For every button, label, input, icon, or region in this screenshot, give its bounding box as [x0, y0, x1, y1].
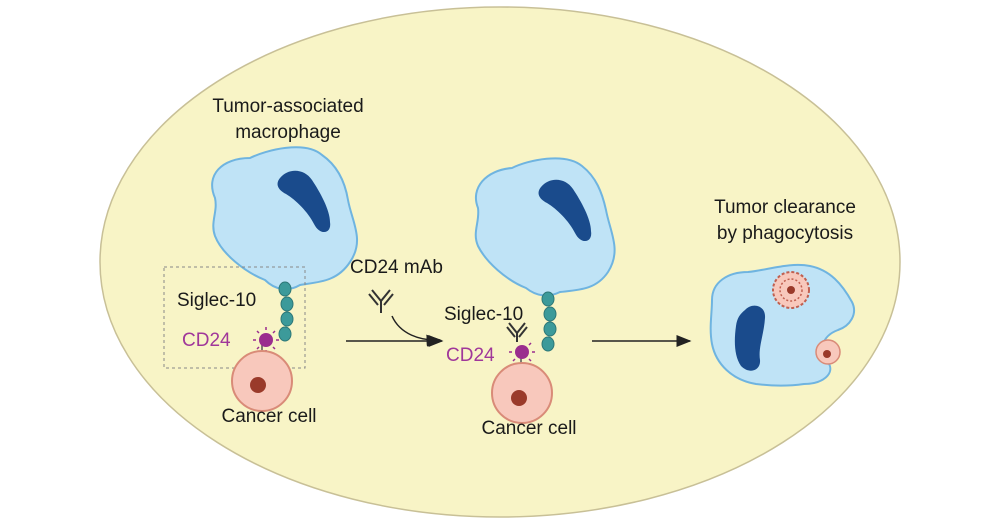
- macrophage-phagocytic-nucleus: [734, 305, 766, 371]
- macrophage-left: [211, 146, 359, 291]
- cancer-cell-left-nucleus: [250, 377, 266, 393]
- cancer-cell-label-middle: Cancer cell: [481, 418, 576, 439]
- cd24-mab-label: CD24 mAb: [350, 257, 443, 278]
- macrophage-middle-nucleus: [538, 179, 592, 242]
- cancer-cell-middle-nucleus: [511, 390, 527, 406]
- siglec10-label-left: Siglec-10: [177, 290, 256, 311]
- siglec10-receptor-left: [278, 281, 294, 342]
- macrophage-middle: [474, 157, 616, 297]
- antibody-icon-bound: [506, 322, 528, 342]
- macrophage-label-line2: macrophage: [235, 122, 341, 143]
- approaching-cancer-cell-nucleus: [823, 350, 831, 358]
- clearance-label-line1: Tumor clearance: [714, 197, 856, 218]
- cd24-label-middle: CD24: [446, 345, 495, 366]
- siglec10-receptor-middle: [541, 291, 557, 352]
- cd24-label-left: CD24: [182, 330, 231, 351]
- clearance-label-line2: by phagocytosis: [717, 223, 853, 244]
- macrophage-left-nucleus: [277, 170, 331, 233]
- cancer-cell-label-left: Cancer cell: [221, 406, 316, 427]
- siglec10-label-middle: Siglec-10: [444, 304, 523, 325]
- antibody-icon-free: [368, 289, 394, 313]
- engulfed-cancer-cell: [772, 271, 810, 309]
- macrophage-label-line1: Tumor-associated: [212, 96, 363, 117]
